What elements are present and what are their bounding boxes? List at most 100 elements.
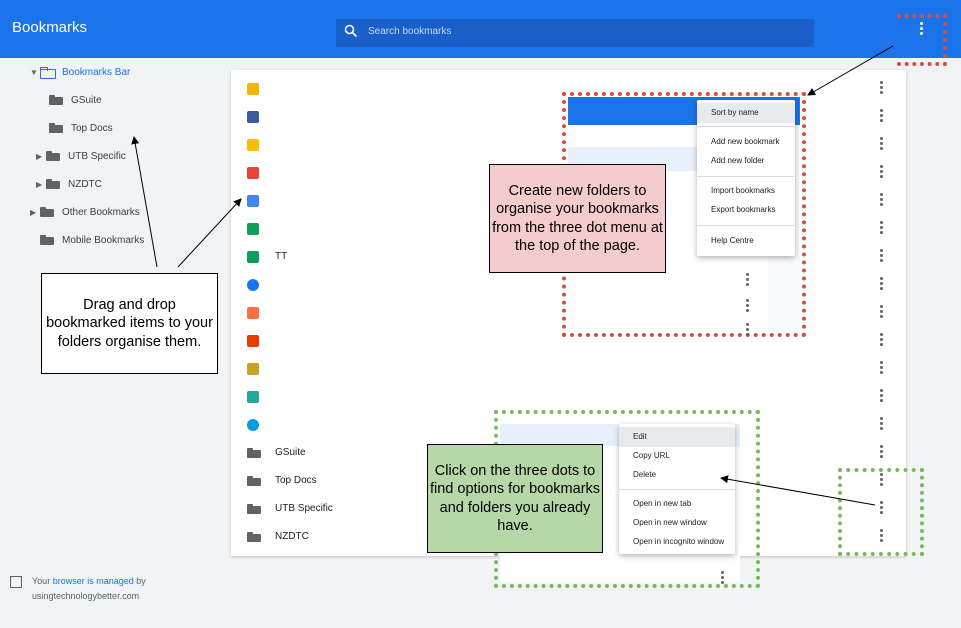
folder-icon [46,179,60,189]
menu-copy-url[interactable]: Copy URL [633,451,670,460]
bookmark-row[interactable] [231,131,906,159]
more-icon[interactable] [880,109,883,122]
more-icon[interactable] [880,445,883,458]
sidebar-item-nzdtc[interactable]: ▶ NZDTC [36,174,102,194]
folder-row[interactable]: NZDTC [231,523,906,551]
menu-open-in-new-window[interactable]: Open in new window [633,518,707,527]
expand-arrow-icon[interactable]: ▶ [30,207,37,217]
item-context-menu: Edit Copy URL Delete Open in new tab Ope… [619,424,735,554]
more-icon[interactable] [880,81,883,94]
more-icon[interactable] [746,273,749,286]
more-icon[interactable] [880,221,883,234]
sidebar-item-bookmarks-bar[interactable]: ▼ Bookmarks Bar [30,62,130,82]
menu-delete[interactable]: Delete [633,470,657,479]
folder-icon [247,476,261,486]
row-label: NZDTC [275,531,309,542]
more-icon[interactable] [880,249,883,262]
menu-add-new-folder[interactable]: Add new folder [711,156,765,165]
more-icon[interactable] [880,333,883,346]
folder-row[interactable]: UTB Specific [231,495,906,523]
bookmark-row[interactable] [231,271,906,299]
menu-sort-by-name[interactable]: Sort by name [697,103,795,123]
sidebar-item-label: Mobile Bookmarks [62,234,145,246]
sidebar-item-label: Top Docs [71,122,113,134]
pencil-icon [247,363,259,375]
managed-suffix: by [133,576,146,586]
r-icon [247,391,259,403]
sidebar-item-utb-specific[interactable]: ▶ UTB Specific [36,146,126,166]
more-icon[interactable] [880,193,883,206]
folder-icon [247,532,261,542]
more-icon[interactable] [880,529,883,542]
bookmark-row[interactable] [231,327,906,355]
sidebar-item-mobile-bookmarks[interactable]: Mobile Bookmarks [40,230,144,250]
folder-open-icon [40,67,56,79]
sidebar-item-other-bookmarks[interactable]: ▶ Other Bookmarks [30,202,140,222]
more-icon[interactable] [746,299,749,312]
organize-menu-button[interactable] [915,22,927,40]
facebook-icon [247,111,259,123]
managed-notice: Your browser is managed by usingtechnolo… [32,574,182,604]
sidebar-item-label: UTB Specific [68,150,126,162]
expand-arrow-icon[interactable]: ▶ [36,179,43,189]
more-icon[interactable] [880,473,883,486]
bookmark-row[interactable] [231,299,906,327]
more-icon[interactable] [880,501,883,514]
more-icon[interactable] [746,323,749,336]
more-icon[interactable] [880,137,883,150]
highlight-main-menu [897,14,947,66]
more-icon[interactable] [880,305,883,318]
callout-new-folders: Create new folders to organise your book… [489,164,666,273]
highlight-row-menus [838,468,924,556]
more-icon[interactable] [880,165,883,178]
menu-export-bookmarks[interactable]: Export bookmarks [711,205,776,214]
bookmark-row[interactable] [231,383,906,411]
sidebar-item-label: GSuite [71,94,102,106]
sidebar-item-gsuite[interactable]: GSuite [49,90,102,110]
bookmark-row[interactable] [231,355,906,383]
search-box[interactable]: Search bookmarks [336,19,814,47]
blue-circle-icon [247,279,259,291]
sidebar-item-top-docs[interactable]: Top Docs [49,118,113,138]
menu-open-in-incognito-window[interactable]: Open in incognito window [633,537,725,546]
bookmark-row[interactable] [231,187,906,215]
bookmark-row[interactable] [231,411,906,439]
more-icon[interactable] [880,389,883,402]
folder-row[interactable]: Top Docs [231,467,906,495]
search-input[interactable]: Search bookmarks [368,26,452,37]
bookmark-row[interactable]: TT [231,243,906,271]
more-icon[interactable] [880,277,883,290]
bookmark-row[interactable] [231,215,906,243]
building-icon [10,576,22,588]
bookmark-row[interactable] [231,159,906,187]
sidebar-item-label: Bookmarks Bar [62,66,131,78]
row-label: GSuite [275,447,306,458]
sidebar-item-label: Other Bookmarks [62,206,140,218]
menu-divider [697,225,795,226]
expand-arrow-icon[interactable]: ▼ [30,67,38,77]
managed-link[interactable]: browser is managed [52,576,134,586]
bookmark-row[interactable] [231,103,906,131]
folder-icon [247,504,261,514]
menu-help-centre[interactable]: Help Centre [711,236,754,245]
more-icon[interactable] [880,361,883,374]
menu-import-bookmarks[interactable]: Import bookmarks [711,186,776,195]
menu-edit[interactable]: Edit [619,427,735,447]
folder-row[interactable]: GSuite [231,439,906,467]
row-label: TT [275,251,288,262]
drive-icon [247,251,259,263]
jamboard-icon [247,307,259,319]
more-icon[interactable] [880,417,883,430]
drive-icon [247,223,259,235]
row-label: Top Docs [275,475,317,486]
keep-icon [247,139,259,151]
menu-add-new-bookmark[interactable]: Add new bookmark [711,137,780,146]
menu-divider [697,126,795,127]
folder-icon [40,235,54,245]
more-icon[interactable] [721,571,724,584]
row-label: UTB Specific [275,503,333,514]
folder-icon [40,207,54,217]
menu-open-in-new-tab[interactable]: Open in new tab [633,499,692,508]
folder-icon [49,123,63,133]
expand-arrow-icon[interactable]: ▶ [36,151,43,161]
